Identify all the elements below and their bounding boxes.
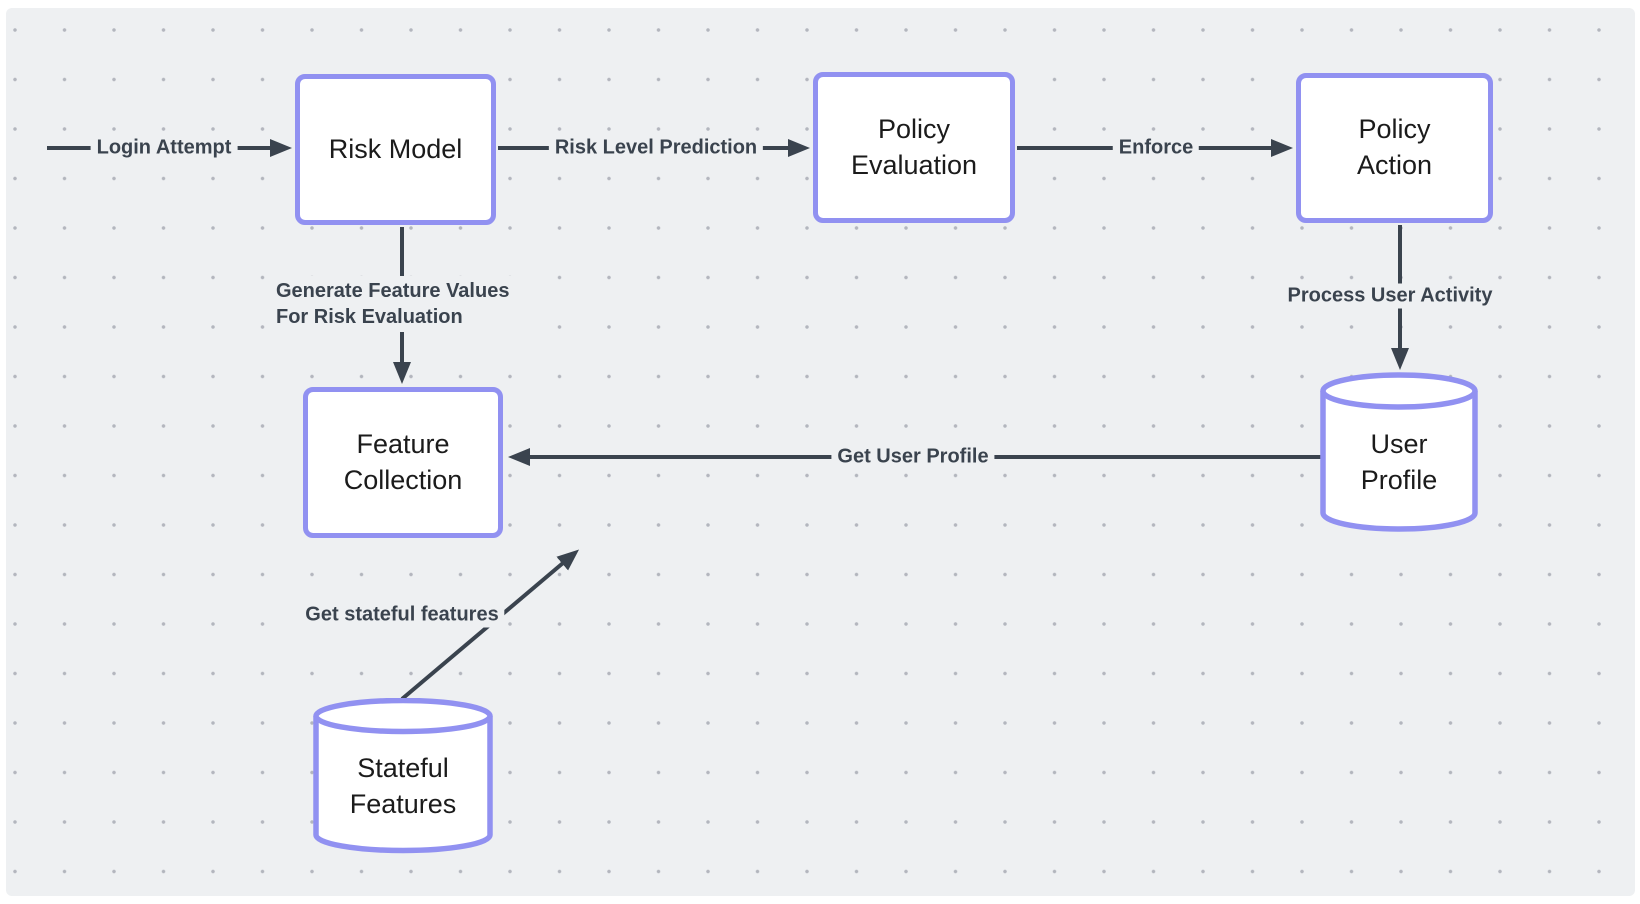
node-stateful-features-label: Stateful Features	[349, 753, 457, 819]
edge-label-risk-level-prediction[interactable]: Risk Level Prediction	[548, 135, 764, 161]
edge-label-get-user-profile[interactable]: Get User Profile	[831, 444, 995, 470]
edge-label-get-stateful-features[interactable]: Get stateful features	[299, 602, 505, 628]
edge-label-generate-feature-values[interactable]: Generate Feature Values For Risk Evaluat…	[276, 276, 518, 332]
node-user-profile-label: User Profile	[1360, 429, 1438, 495]
edge-get-stateful-features-line[interactable]	[400, 549, 580, 701]
node-policy-evaluation[interactable]: Policy Evaluation	[813, 72, 1015, 223]
node-stateful-features[interactable]: Stateful Features	[313, 698, 493, 854]
edge-label-login-attempt[interactable]: Login Attempt	[90, 135, 238, 161]
cylinder-shape-icon	[313, 698, 493, 854]
node-user-profile[interactable]: User Profile	[1320, 372, 1478, 532]
node-feature-collection[interactable]: Feature Collection	[303, 387, 503, 538]
edge-label-enforce[interactable]: Enforce	[1112, 135, 1200, 161]
node-policy-action[interactable]: Policy Action	[1296, 73, 1493, 223]
cylinder-shape-icon	[1320, 372, 1478, 532]
node-risk-model[interactable]: Risk Model	[295, 74, 496, 225]
edge-label-process-user-activity[interactable]: Process User Activity	[1281, 283, 1499, 309]
